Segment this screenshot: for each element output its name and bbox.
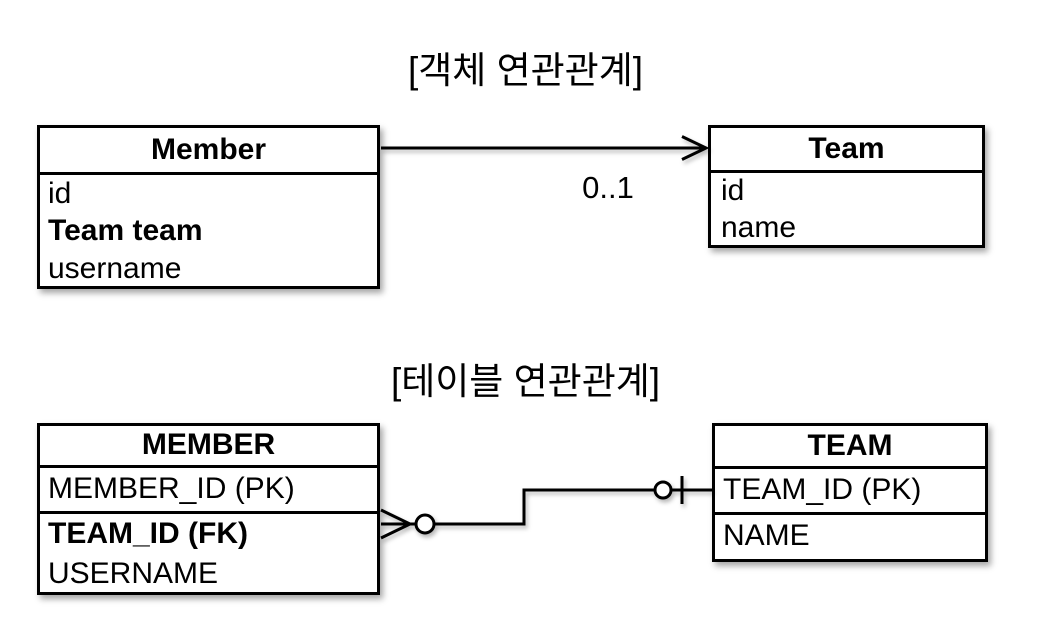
team-row-team-id-pk: TEAM_ID (PK) <box>715 469 985 515</box>
team-class-box: Team id name <box>708 125 985 248</box>
team-class-name: Team <box>711 128 982 173</box>
team-class-fields: id name <box>711 173 982 246</box>
arrowhead-icon <box>681 135 710 161</box>
table-diagram-title: [테이블 연관관계] <box>390 361 661 402</box>
member-class-name: Member <box>40 128 377 175</box>
zero-optional-circle-icon <box>653 480 673 500</box>
relationship-connector <box>380 476 712 540</box>
member-table-box: MEMBER MEMBER_ID (PK) TEAM_ID (FK) USERN… <box>37 423 380 595</box>
member-field-id: id <box>48 177 72 210</box>
member-class-fields: id Team team username <box>40 175 377 288</box>
team-field-id: id <box>721 174 745 207</box>
team-field-name: name <box>721 211 797 244</box>
zero-optional-circle-icon <box>414 513 436 535</box>
member-row-member-id-pk: MEMBER_ID (PK) <box>40 468 377 514</box>
crows-foot-many-icon <box>380 508 414 540</box>
member-field-team: Team team <box>48 214 203 247</box>
member-table-name: MEMBER <box>40 426 377 468</box>
member-row-username: USERNAME <box>48 557 219 590</box>
member-table-lower-compartment: TEAM_ID (FK) USERNAME <box>40 514 377 593</box>
association-arrow <box>381 135 710 161</box>
team-row-name: NAME <box>723 519 810 552</box>
team-table-box: TEAM TEAM_ID (PK) NAME <box>712 423 988 562</box>
object-diagram-title: [객체 연관관계] <box>407 50 644 91</box>
member-class-box: Member id Team team username <box>37 125 380 289</box>
team-table-name: TEAM <box>715 426 985 469</box>
member-field-username: username <box>48 252 182 285</box>
multiplicity-label: 0..1 <box>582 170 634 205</box>
member-row-team-id-fk: TEAM_ID (FK) <box>48 517 248 550</box>
